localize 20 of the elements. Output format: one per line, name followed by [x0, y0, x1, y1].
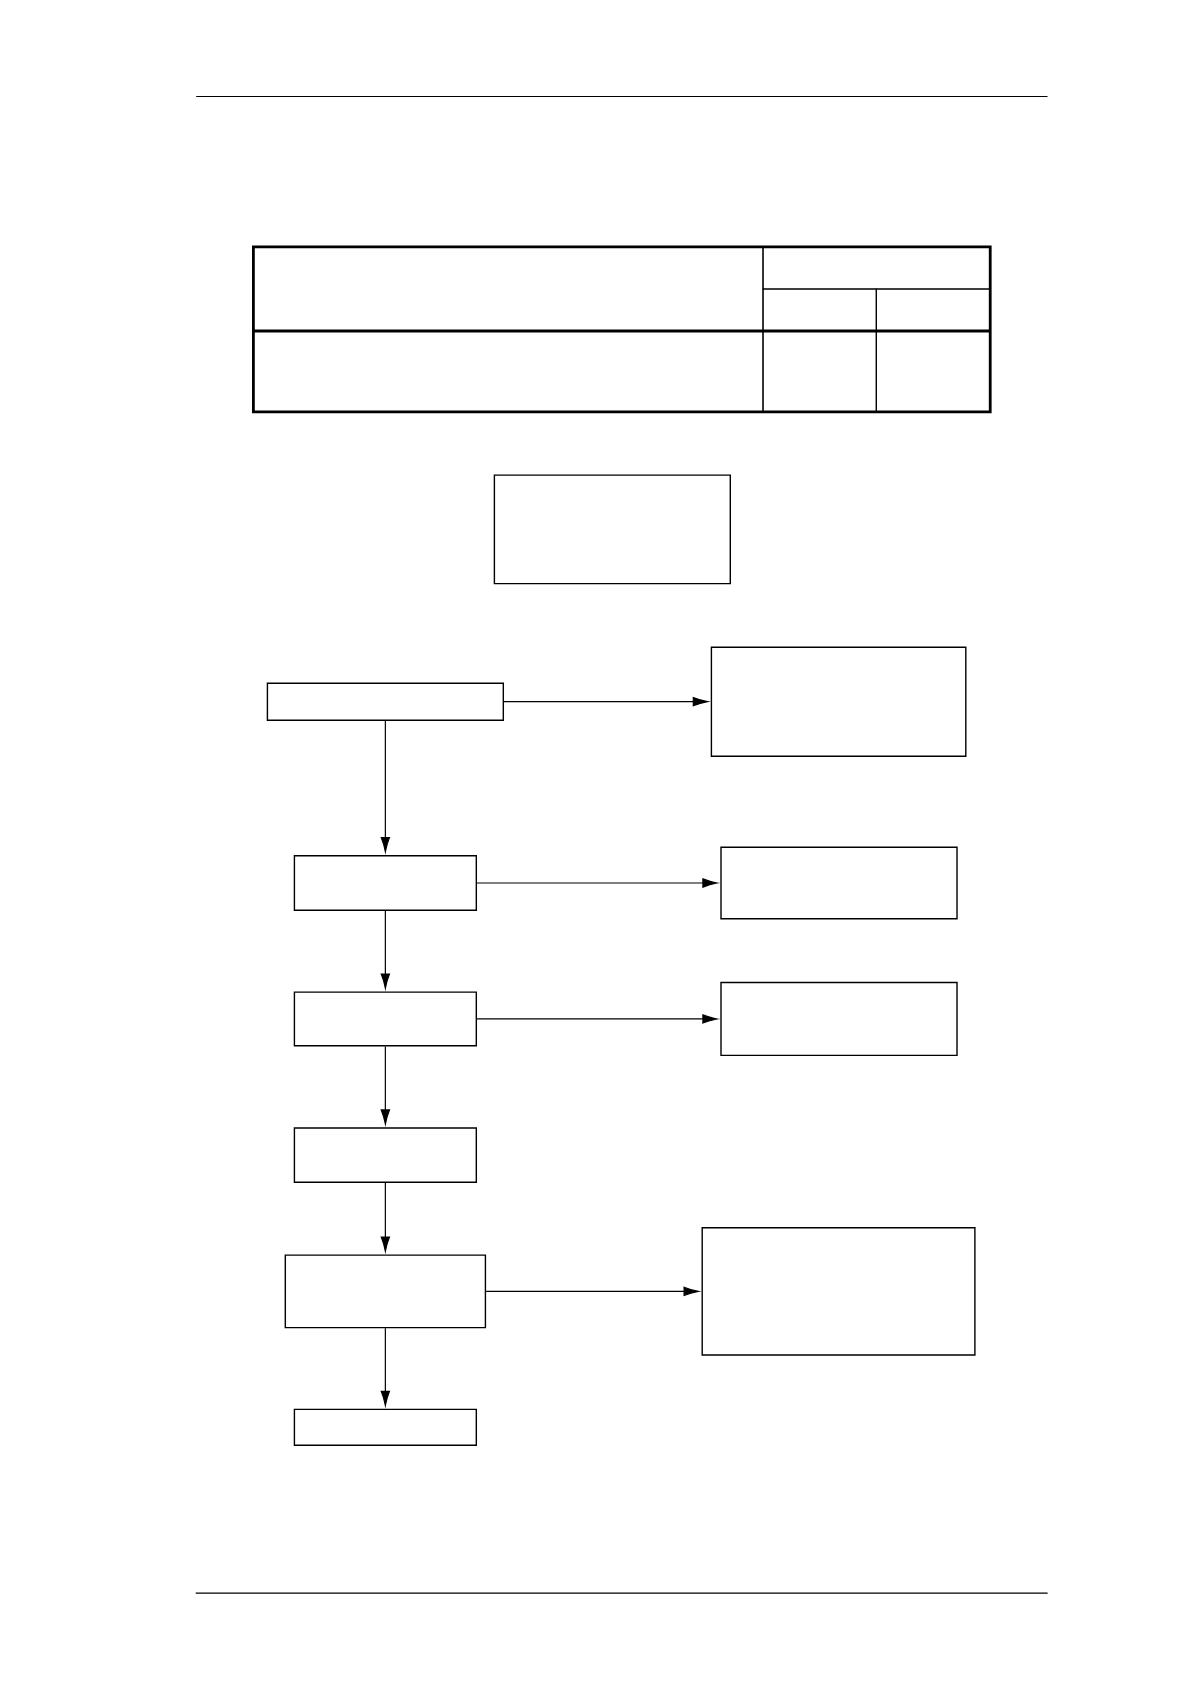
arrow [380, 1327, 391, 1406]
arrow [380, 910, 391, 989]
process-box [293, 991, 477, 1047]
process-box [293, 1127, 477, 1183]
arrow [380, 720, 391, 853]
arrow [380, 1182, 391, 1252]
arrow [485, 1286, 699, 1297]
process-box [284, 1254, 487, 1329]
arrow [380, 1045, 391, 1125]
process-box [701, 1227, 976, 1356]
process-box [293, 1408, 477, 1446]
process-box [710, 646, 967, 757]
process-box [493, 474, 731, 585]
arrow [476, 878, 718, 888]
process-box [293, 855, 477, 911]
process-box [720, 846, 958, 920]
arrow [503, 697, 708, 707]
arrow [476, 1014, 718, 1024]
process-box [266, 682, 504, 721]
process-box [720, 981, 958, 1057]
